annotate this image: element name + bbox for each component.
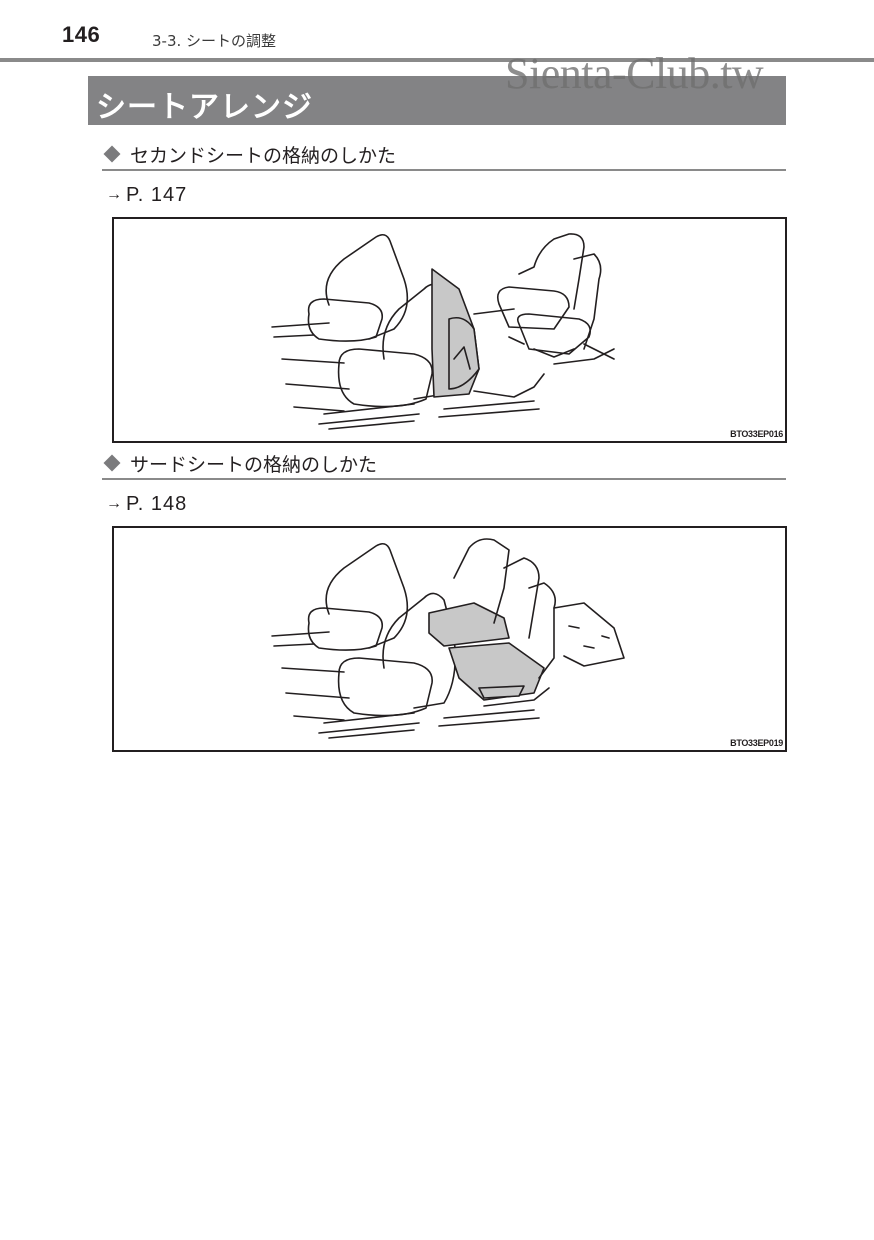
page-reference-text: P. 148 — [126, 493, 188, 515]
figure-second-seat-stowing: BTO33EP016 — [112, 217, 787, 443]
page-number: 146 — [62, 22, 101, 47]
subsection-heading-second-seat: セカンドシートの格納のしかた — [102, 141, 786, 171]
section-title: シートアレンジ — [96, 90, 313, 125]
subsection-heading-label: サードシートの格納のしかた — [130, 454, 378, 476]
header-rule — [0, 58, 874, 62]
diamond-bullet-icon — [103, 454, 121, 472]
diamond-bullet-icon — [103, 145, 121, 163]
subsection-heading-label: セカンドシートの格納のしかた — [130, 145, 397, 167]
watermark: Sienta-Club.tw — [505, 49, 764, 98]
arrow-right-icon: → — [106, 495, 122, 512]
page-reference-link[interactable]: →P. 147 — [106, 184, 187, 207]
chapter-label: 3-3. シートの調整 — [152, 32, 277, 50]
subsection-heading-third-seat: サードシートの格納のしかた — [102, 450, 786, 480]
section-title-band: シートアレンジ — [88, 76, 786, 125]
figure-third-seat-stowing: BTO33EP019 — [112, 526, 787, 752]
third-row-seat-stowing-illustration-icon — [271, 538, 625, 739]
page-reference-link[interactable]: →P. 148 — [106, 493, 187, 516]
figure-code: BTO33EP019 — [730, 738, 783, 748]
figure-code: BTO33EP016 — [730, 429, 783, 439]
page-reference-text: P. 147 — [126, 184, 188, 206]
second-row-seat-stowing-illustration-icon — [271, 233, 615, 430]
arrow-right-icon: → — [106, 186, 122, 203]
